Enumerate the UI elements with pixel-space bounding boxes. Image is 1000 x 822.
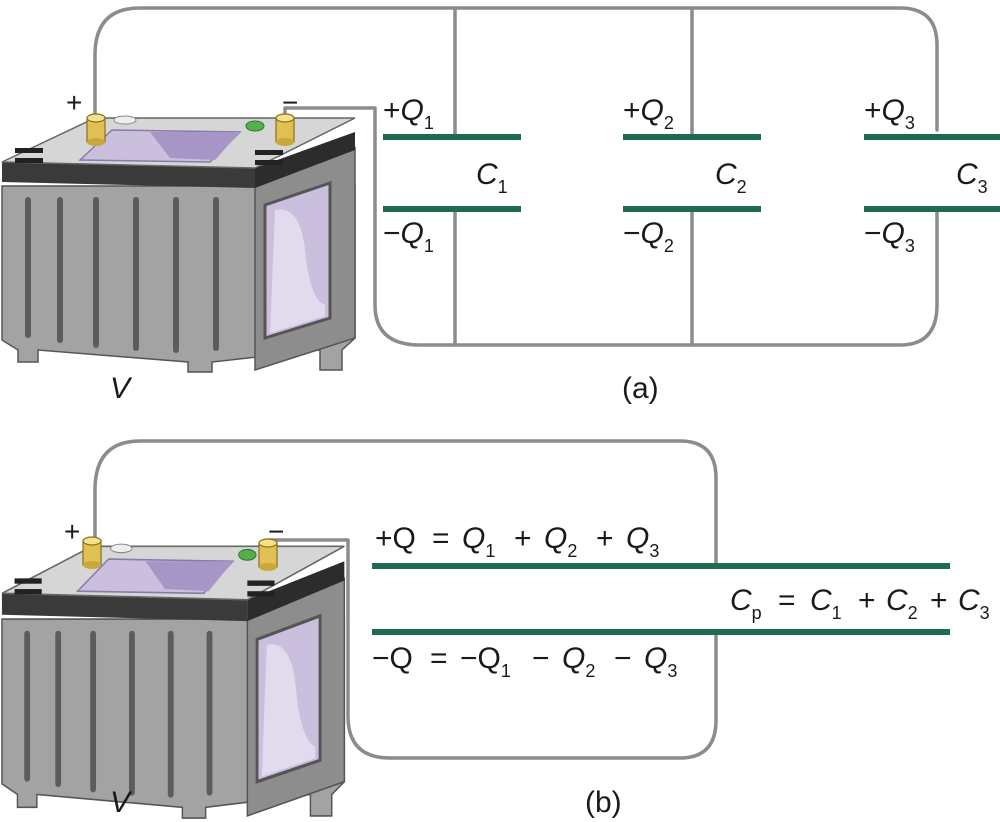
positive-sign-a: + [66,87,82,118]
positive-terminal-b [82,536,102,570]
charge-label-bottom-2: −Q2 [623,217,674,256]
positive-terminal-a [86,113,106,147]
negative-sign-a: − [282,87,298,118]
panel-a: + − V +Q1 −Q1 C1 +Q2 −Q2 C2 +Q3 −Q3 [2,6,1000,405]
caption-b: (b) [585,786,622,819]
negative-charge-equation: −Q = −Q1 − Q2 − Q3 [372,642,677,684]
charge-label-top-1: +Q1 [383,94,434,133]
charge-label-bottom-3: −Q3 [864,217,915,256]
panel-b: + − V +Q = Q1 + Q2 + Q3 −Q = −Q1 − Q2 − … [2,439,990,819]
equivalent-capacitance-equation: Cp = C1 + C2 + C3 [730,584,990,626]
battery-b [2,544,344,818]
caption-a: (a) [622,372,659,405]
negative-sign-b: − [268,516,284,547]
positive-wire-a [93,6,939,132]
battery-a [2,114,355,372]
negative-wire-b [266,538,718,760]
charge-label-bottom-1: −Q1 [383,217,434,256]
total-charge-equation: +Q = Q1 + Q2 + Q3 [375,522,659,564]
charge-label-top-3: +Q3 [864,94,915,133]
negative-terminal-a [275,113,295,147]
voltage-label-b: V [110,786,133,819]
capacitor-label-1: C1 [476,158,508,197]
charge-label-top-2: +Q2 [623,94,674,133]
negative-wire-a [283,106,939,347]
positive-sign-b: + [64,516,80,547]
capacitor-label-2: C2 [715,158,747,197]
positive-wire-b [93,439,718,568]
capacitor-label-3: C3 [956,158,988,197]
voltage-label-a: V [110,372,133,405]
